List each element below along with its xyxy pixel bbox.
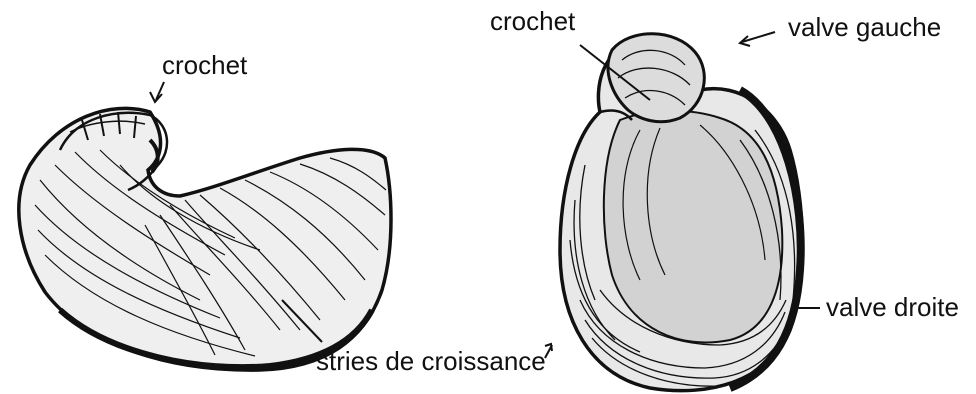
right-crochet-label: crochet (490, 6, 576, 36)
right-shell-drawing (560, 34, 802, 391)
striae-label: stries de croissance (316, 346, 546, 376)
right-shell-interior (604, 111, 783, 343)
left-shell-drawing (19, 108, 391, 370)
left-crochet-label: crochet (162, 50, 248, 80)
left-valve-label: valve gauche (788, 12, 941, 42)
right-valve-label: valve droite (826, 292, 959, 322)
left-shell-outline (19, 108, 391, 370)
